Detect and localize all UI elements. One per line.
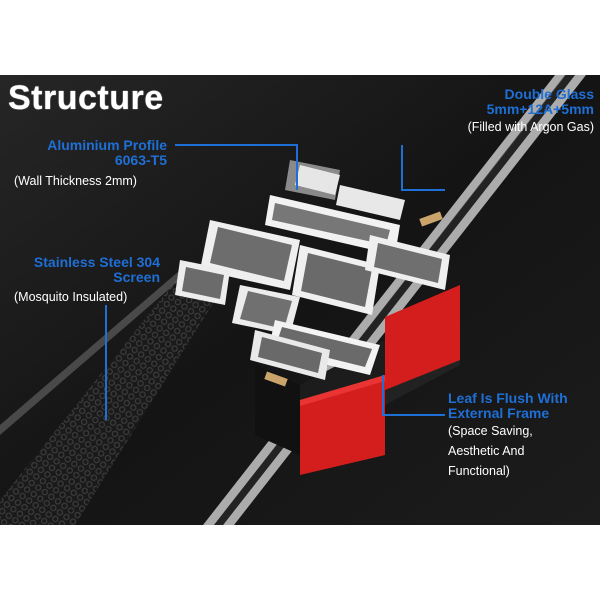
lower-frame-body xyxy=(255,365,300,455)
aluminium-profile-title-2: 6063-T5 xyxy=(114,152,167,168)
double-glass-note: (Filled with Argon Gas) xyxy=(467,120,594,134)
leader-leaf-flush xyxy=(382,375,445,416)
double-glass-title-1: Double Glass xyxy=(504,86,594,102)
page-title: Structure xyxy=(8,79,164,117)
callout-leaf-flush: Leaf Is Flush With External Frame (Space… xyxy=(448,391,598,481)
aluminium-profile-title-1: Aluminium Profile xyxy=(47,137,167,153)
aluminium-profile-section xyxy=(175,160,450,380)
stainless-screen-note: (Mosquito Insulated) xyxy=(14,290,128,304)
stainless-screen-title-1: Stainless Steel 304 xyxy=(33,254,160,270)
red-frame-face xyxy=(300,375,385,475)
structure-diagram: Structure Double Glass 5mm+12A+5mm (Fill… xyxy=(0,75,600,525)
mosquito-screen-mesh xyxy=(0,275,215,525)
screen-edge xyxy=(0,265,190,435)
callout-double-glass: Double Glass 5mm+12A+5mm (Filled with Ar… xyxy=(334,87,594,137)
leaf-flush-title-1: Leaf Is Flush With xyxy=(448,390,568,406)
leaf-flush-note-2: Aesthetic And xyxy=(448,444,525,458)
callout-stainless-screen: Stainless Steel 304 Screen xyxy=(0,255,160,285)
callout-aluminium-profile: Aluminium Profile 6063-T5 xyxy=(0,138,167,168)
leaf-flush-title-2: External Frame xyxy=(448,405,550,421)
gasket-bottom xyxy=(264,371,288,387)
gasket-top xyxy=(419,211,443,227)
double-glass-title-2: 5mm+12A+5mm xyxy=(486,101,594,117)
window-section-illustration xyxy=(0,75,600,525)
red-leaf-face xyxy=(385,285,460,390)
aluminium-profile-note: (Wall Thickness 2mm) xyxy=(14,174,137,188)
leader-double-glass xyxy=(401,145,445,191)
callout-leaders xyxy=(105,144,445,420)
stainless-screen-title-2: Screen xyxy=(113,269,160,285)
leaf-flush-note-3: Functional) xyxy=(448,464,510,478)
leaf-flush-note-1: (Space Saving, xyxy=(448,424,533,438)
leader-aluminium-profile xyxy=(175,144,298,190)
